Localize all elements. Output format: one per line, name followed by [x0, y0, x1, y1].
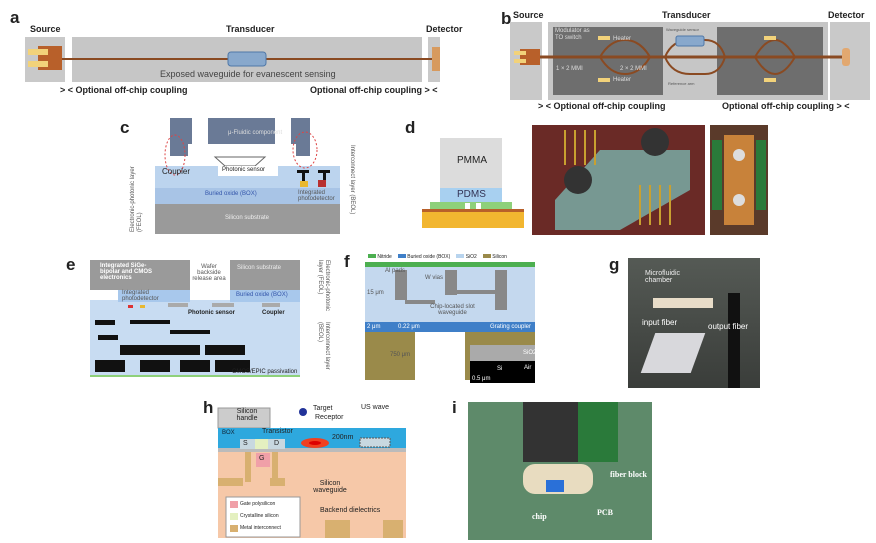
coupling-left: > < Optional off-chip coupling — [60, 85, 188, 95]
mmi2-label: 2 × 2 MMI — [620, 66, 647, 72]
chamber-label: Microfluidic chamber — [645, 270, 681, 284]
height-15-label: 15 μm — [367, 290, 384, 296]
waveguide-schematic-a — [25, 37, 440, 82]
mmi1-label: 1 × 2 MMI — [556, 66, 583, 72]
grating-label: Grating coupler — [490, 324, 532, 330]
panel-label: a — [10, 8, 20, 27]
fluidic-label: μ-Fluidic component — [228, 130, 283, 136]
drain-terminal: D — [274, 440, 280, 447]
legend-item: SiO2 — [456, 254, 477, 260]
coupling-right: Optional off-chip coupling > < — [310, 85, 438, 95]
si-label: Si — [497, 366, 503, 372]
fiber-block-label: fiber block — [610, 470, 647, 479]
silicon-waveguide-label: Silicon waveguide — [313, 480, 347, 494]
coupling-right: Optional off-chip coupling > < — [722, 101, 850, 111]
legend-item: Nitride — [368, 254, 392, 260]
release-label: Wafer backside release area — [192, 264, 226, 282]
thickness-label: 200nm — [332, 434, 354, 441]
substrate-label: Silicon substrate — [225, 215, 270, 221]
panel-label: b — [501, 9, 512, 28]
pmma-label: PMMA — [457, 155, 487, 166]
modulator-label: Modulator as TO switch — [555, 28, 590, 41]
sio2-label: SiO2 — [523, 350, 537, 356]
panel-label: d — [405, 118, 416, 137]
output-fiber-label: output fiber — [708, 322, 749, 331]
photonic-label: Photonic sensor — [188, 310, 236, 316]
height-022-label: 0.22 μm — [398, 324, 420, 330]
coupling-left: > < Optional off-chip coupling — [538, 101, 666, 111]
pcb-photo — [468, 402, 652, 540]
box-label: Buried oxide (BOX) — [205, 191, 257, 197]
coupler-label: Coupler — [262, 310, 285, 316]
panel-label: g — [609, 255, 620, 274]
input-fiber-label: input fiber — [642, 318, 678, 327]
panel-label: h — [203, 398, 214, 417]
photodetector-label: Integrated photodetector — [298, 190, 335, 202]
legend-metal: Metal interconnect — [240, 525, 281, 531]
substrate-label: Silicon substrate — [237, 265, 282, 271]
pdms-label: PDMS — [457, 189, 486, 200]
sensor-label: Waveguide sensor — [666, 27, 699, 32]
waveguide-caption: Exposed waveguide for evanescent sensing — [160, 69, 336, 79]
photonic-label: Photonic sensor — [222, 167, 266, 173]
w-vias-label: W vias — [425, 275, 443, 281]
heater-top-label: Heater — [613, 36, 632, 42]
transistor-label: Transistor — [262, 428, 293, 435]
legend-item: Silicon — [482, 254, 507, 260]
receptor-label: Receptor — [315, 414, 344, 421]
legend-crystalline: Crystalline silicon — [240, 513, 279, 519]
chip-label: chip — [532, 512, 547, 521]
electronics-label: Integrated SiGe-bipolar and CMOS electro… — [100, 263, 153, 281]
box-label: Buried oxide (BOX) — [236, 292, 288, 298]
handle-label: Silicon handle — [236, 408, 258, 422]
panel-label: c — [120, 118, 130, 137]
detector-label: Detector — [828, 10, 865, 20]
setup-photo — [628, 258, 760, 388]
legend-gate: Gate polysilicon — [240, 501, 276, 507]
scale-label: 0.5 μm — [472, 376, 491, 382]
target-label: Target — [313, 405, 333, 412]
passivation-label: CMOS/EPIC passivation — [232, 369, 298, 375]
source-terminal: S — [243, 440, 248, 447]
legend-f: Nitride Buried oxide (BOX) SiO2 Silicon — [368, 254, 507, 260]
slot-label: Chip-located slot waveguide — [430, 304, 475, 316]
transducer-label: Transducer — [662, 10, 711, 20]
height-2-label: 2 μm — [367, 324, 381, 330]
al-pads-label: Al pads — [385, 268, 406, 274]
source-label: Source — [513, 10, 544, 20]
panel-label: f — [344, 252, 350, 271]
panel-label: e — [66, 255, 76, 274]
transducer-label: Transducer — [226, 24, 275, 34]
legend-item: Buried oxide (BOX) — [397, 254, 450, 260]
pcb-label: PCB — [597, 508, 613, 517]
air-label: Air — [524, 365, 532, 371]
reference-label: Reference arm — [668, 81, 695, 86]
panel-label: i — [452, 398, 457, 417]
source-label: Source — [30, 24, 61, 34]
box-label: BOX — [222, 430, 235, 436]
coupler-label: Coupler — [162, 167, 191, 176]
backend-label: Backend dielectrics — [320, 507, 381, 514]
photodetector-label: Integrated photodetector — [122, 290, 159, 302]
detector-label: Detector — [426, 24, 463, 34]
heater-bottom-label: Heater — [613, 77, 632, 83]
gate-terminal: G — [259, 455, 265, 462]
interferometer-schematic-b — [510, 22, 870, 100]
height-750-label: 750 μm — [390, 352, 411, 358]
us-wave-label: US wave — [361, 404, 390, 411]
